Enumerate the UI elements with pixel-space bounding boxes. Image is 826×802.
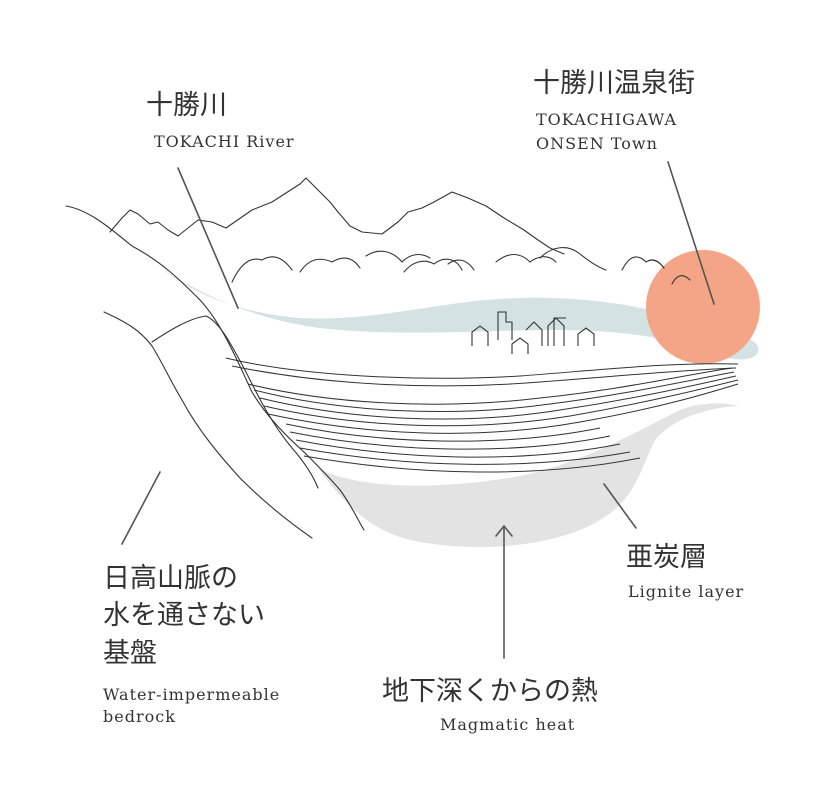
river-label-en: TOKACHI River	[154, 132, 295, 151]
onsen-label-en-2: ONSEN Town	[536, 134, 658, 153]
upward-arrow-icon	[495, 524, 513, 659]
lignite-leader-line	[603, 483, 637, 529]
onsen-label-en-1: TOKACHIGAWA	[536, 110, 677, 129]
river-label-jp: 十勝川	[146, 90, 227, 121]
bedrock-label-jp-1: 日高山脈の	[103, 563, 238, 594]
onsen-label-jp: 十勝川温泉街	[533, 68, 695, 99]
bedrock-label-jp-2: 水を通さない	[103, 600, 265, 631]
tokachi-river-shape	[160, 268, 759, 360]
bedrock-label-en-1: Water-impermeable	[103, 685, 280, 704]
heat-label-en: Magmatic heat	[440, 715, 575, 734]
bedrock-label-jp-3: 基盤	[103, 638, 157, 669]
river-leader-line	[177, 167, 239, 309]
mountain-range-icon	[109, 177, 691, 285]
bedrock-label-en-2: bedrock	[103, 707, 176, 726]
bedrock-inner-line	[103, 311, 313, 539]
lignite-label-en: Lignite layer	[628, 582, 744, 601]
sediment-layers	[225, 357, 739, 473]
bedrock-valley-line	[151, 315, 319, 489]
bedrock-leader-line	[121, 471, 161, 545]
terrain-outline	[65, 205, 365, 531]
heat-label-jp: 地下深くからの熱	[382, 676, 598, 707]
sun-icon	[646, 250, 760, 364]
lignite-layer-shape	[318, 403, 738, 548]
onsen-leader-line	[667, 161, 715, 305]
lignite-label-jp: 亜炭層	[626, 542, 707, 573]
town-buildings-icon	[471, 311, 595, 354]
